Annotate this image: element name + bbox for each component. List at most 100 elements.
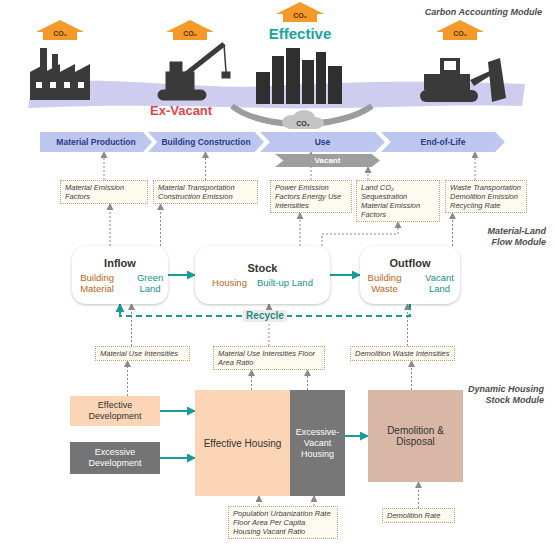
node-text: Material-Land Flow Module — [476, 226, 546, 248]
co2-cloud — [282, 110, 324, 129]
node-text: Land CO₂ Sequestration Material Emission… — [361, 183, 435, 219]
stage-chevron: Use — [260, 132, 385, 152]
flow-arrow — [160, 410, 195, 412]
module-band: Dynamic Housing Stock ModuleEffective De… — [0, 380, 554, 502]
parameter-link — [411, 361, 412, 390]
parameter-link — [314, 496, 315, 506]
node-text: Material Use Intensities — [100, 349, 185, 358]
parameter-link — [251, 370, 252, 390]
development-box: Effective Development — [70, 396, 160, 426]
node-text: Building Material — [72, 272, 122, 294]
node-text: Effective Housing — [204, 438, 282, 449]
node-text: Demolition & Disposal — [371, 425, 460, 447]
parameter-box: Power Emission Factors Energy Use Intens… — [270, 180, 352, 213]
co2-label: CO₂ — [53, 30, 67, 37]
bulldozer-icon — [420, 58, 506, 102]
parameter-link — [407, 304, 408, 346]
node-text: Material Emission Factors — [65, 183, 143, 201]
stage-chevron: End-of-Life — [381, 132, 505, 152]
development-box: Excessive Development — [70, 442, 160, 474]
stage-chevron: Building Construction — [148, 132, 264, 152]
node-text: Stock — [248, 262, 278, 274]
parameter-link — [131, 304, 132, 346]
demolition-box: Demolition & Disposal — [368, 390, 463, 482]
co2-label: CO₂ — [453, 30, 467, 37]
band-outline — [2, 3, 552, 179]
node-text: Material Production — [56, 138, 135, 147]
flow-arrow — [168, 274, 195, 276]
parameter-box: Demolition Waste Intensities — [350, 346, 455, 361]
parameter-link — [368, 167, 369, 180]
chevron-outline — [40, 132, 152, 152]
band-outline — [2, 380, 552, 502]
node-text: Use — [315, 138, 331, 147]
node-text: Power Emission Factors Energy Use Intens… — [275, 183, 347, 210]
node-text: Vacant — [315, 156, 341, 165]
flow-row: Building Waste Vacant Land — [360, 272, 460, 294]
parameter-link — [418, 482, 419, 508]
chevron-outline — [148, 132, 264, 152]
node-text: Carbon Accounting Module — [342, 7, 542, 18]
node-text: Outflow — [390, 257, 431, 269]
flow-row: HousingBuilt-up Land — [212, 277, 313, 288]
housing-box: Excessive-Vacant Housing — [290, 390, 345, 496]
edge-label: Recycle — [243, 310, 287, 322]
parameter-box: Material Use Intensities — [95, 346, 190, 361]
node-text: Demolition Waste Intensities — [355, 349, 450, 358]
flow-box: OutflowBuilding Waste Vacant Land — [360, 246, 460, 304]
state-label: Ex-Vacant — [150, 104, 212, 117]
state-label: Effective — [269, 26, 332, 41]
parameter-link — [452, 213, 453, 246]
parameter-link — [104, 152, 105, 180]
flow-arrow — [345, 435, 368, 437]
flow-box: InflowBuilding Material Green Land — [72, 246, 168, 304]
node-text: Housing — [212, 277, 247, 288]
co2-label: CO₂ — [183, 30, 197, 37]
parameter-link — [110, 204, 111, 246]
chevron-outline — [381, 132, 505, 152]
node-text: Green Land — [132, 272, 168, 294]
parameter-box: Material Use Intensities Floor Area Rati… — [213, 346, 325, 370]
parameter-link — [259, 496, 260, 506]
node-text: Effective Development — [73, 400, 157, 422]
node-text: Building Waste — [360, 272, 409, 294]
co2-arrows — [36, 2, 484, 40]
co2-label: CO₂ — [296, 120, 310, 127]
node-text: Population Urbanization Rate Floor Area … — [233, 509, 333, 536]
parameter-link — [475, 152, 476, 180]
chevron-outline — [260, 132, 385, 152]
node-text: Vacant Land — [419, 272, 460, 294]
parameter-box: Land CO₂ Sequestration Material Emission… — [356, 180, 440, 222]
node-text: Excessive Development — [73, 447, 157, 469]
chevron-outline — [275, 154, 380, 167]
housing-box: Effective Housing — [195, 390, 290, 496]
parameter-box: Population Urbanization Rate Floor Area … — [228, 506, 338, 539]
crane-icon — [158, 44, 230, 100]
node-text: Waste Transportation Demolition Emission… — [450, 183, 522, 210]
node-text: Material Use Intensities Floor Area Rati… — [218, 349, 320, 367]
parameter-link — [127, 361, 128, 396]
flow-box: StockHousingBuilt-up Land — [195, 246, 330, 304]
parameter-link — [160, 204, 161, 246]
node-text: End-of-Life — [421, 138, 466, 147]
parameter-link — [300, 213, 301, 246]
parameter-box: Material Emission Factors — [60, 180, 148, 204]
vacant-chevron: Vacant — [275, 154, 380, 167]
flow-row: Building Material Green Land — [72, 272, 168, 294]
parameter-link — [322, 222, 398, 246]
band-outline — [2, 222, 552, 340]
parameter-link — [205, 152, 206, 180]
node-text: Inflow — [104, 257, 136, 269]
city-icon — [256, 48, 342, 104]
flow-arrow — [330, 274, 360, 276]
node-text: Building Construction — [161, 138, 250, 147]
module-band: Material-Land Flow ModuleInflowBuilding … — [0, 222, 554, 340]
parameter-box: Waste Transportation Demolition Emission… — [445, 180, 527, 213]
flow-arrow — [160, 457, 195, 459]
stage-chevron: Material Production — [40, 132, 152, 152]
node-text: Material Transportation Construction Emi… — [158, 183, 253, 201]
parameter-link — [307, 370, 308, 390]
node-text: Demolition Rate — [387, 511, 450, 520]
parameter-box: Demolition Rate — [382, 508, 455, 523]
factory-icon — [30, 48, 90, 100]
